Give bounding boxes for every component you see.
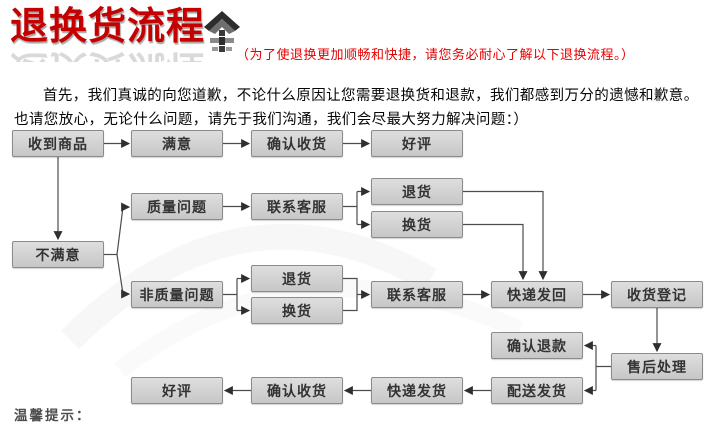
flow-node-return-quality: 退货 (371, 178, 463, 205)
flow-node-unsatisfied: 不满意 (12, 241, 104, 268)
flow-node-quality-issue: 质量问题 (131, 193, 223, 220)
flow-node-exchange-nonquality: 换货 (251, 297, 343, 324)
page-title: 退换货流程 (10, 6, 206, 48)
flow-node-confirm-receipt-top: 确认收货 (251, 130, 343, 157)
flow-connector (463, 190, 548, 281)
flow-node-contact-service-nonquality: 联系客服 (371, 281, 463, 308)
flow-connector (116, 202, 131, 255)
flow-node-after-sales: 售后处理 (611, 353, 703, 380)
flow-node-non-quality-issue: 非质量问题 (131, 281, 223, 308)
flow-node-dispatch-delivery: 配送发货 (491, 377, 583, 404)
flow-connector (223, 278, 238, 311)
flow-connector (343, 277, 358, 312)
intro-paragraph: 首先，我们真诚的向您道歉，不论什么原因让您需要退换货和退款，我们都感到万分的遗憾… (14, 88, 699, 128)
flow-node-return-nonquality: 退货 (251, 265, 343, 292)
flow-node-express-delivery: 快递发货 (371, 377, 463, 404)
flow-node-confirm-receipt-bottom: 确认收货 (251, 377, 343, 404)
warm-tip-label: 温馨提示： (14, 408, 92, 423)
flow-node-confirm-refund: 确认退款 (491, 332, 583, 359)
flow-node-satisfied: 满意 (131, 130, 223, 157)
flow-connector (343, 191, 358, 225)
flow-node-good-review-bottom: 好评 (131, 377, 223, 404)
flow-node-received-goods: 收到商品 (12, 130, 104, 157)
flow-node-receipt-register: 收货登记 (611, 281, 703, 308)
flow-node-exchange-quality: 换货 (371, 211, 463, 238)
page-subtitle: （为了使退换更加顺畅和快捷，请您务必耐心了解以下退换流程。） (236, 47, 635, 62)
flow-connector (116, 254, 131, 299)
flow-node-contact-service-quality: 联系客服 (251, 193, 343, 220)
flow-connector (595, 345, 611, 391)
flow-node-good-review-top: 好评 (371, 130, 463, 157)
flow-connector (463, 223, 528, 281)
flow-node-express-return: 快递发回 (491, 281, 583, 308)
house-icon (204, 11, 240, 52)
